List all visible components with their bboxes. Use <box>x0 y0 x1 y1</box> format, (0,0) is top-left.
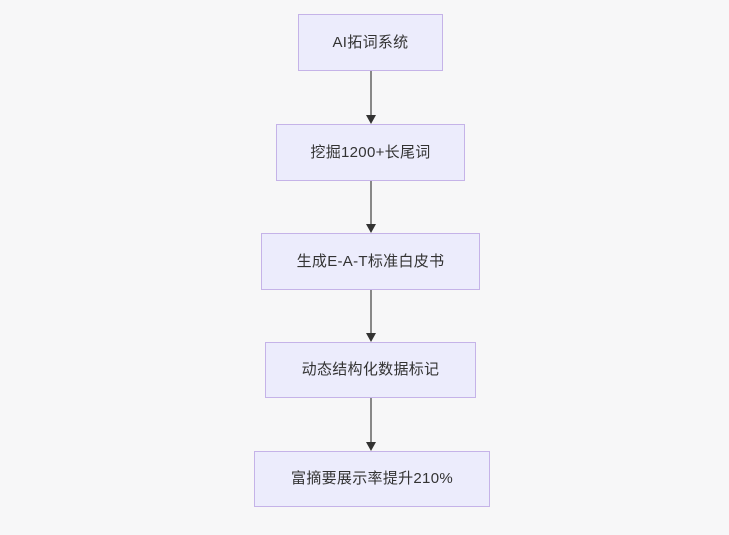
arrowhead-icon <box>366 333 376 342</box>
flow-node-label: AI拓词系统 <box>332 33 409 51</box>
flow-node[interactable]: 动态结构化数据标记 <box>265 342 476 398</box>
flow-node[interactable]: 挖掘1200+长尾词 <box>276 124 465 181</box>
edge-line <box>370 290 372 334</box>
flow-edge <box>366 181 376 233</box>
flow-node[interactable]: 富摘要展示率提升210% <box>254 451 490 507</box>
flow-edge <box>366 398 376 451</box>
edge-line <box>370 398 372 443</box>
flow-node-label: 富摘要展示率提升210% <box>291 470 453 487</box>
flow-node-label: 动态结构化数据标记 <box>301 361 440 378</box>
arrowhead-icon <box>366 442 376 451</box>
flow-node-label: 生成E-A-T标准白皮书 <box>296 252 445 270</box>
edge-line <box>370 181 372 225</box>
arrowhead-icon <box>366 224 376 233</box>
flow-edge <box>366 290 376 342</box>
flow-edge <box>366 71 376 124</box>
edge-line <box>370 71 372 116</box>
flow-node[interactable]: 生成E-A-T标准白皮书 <box>261 233 480 290</box>
flow-node-label: 挖掘1200+长尾词 <box>310 143 431 161</box>
flow-node[interactable]: AI拓词系统 <box>298 14 443 71</box>
arrowhead-icon <box>366 115 376 124</box>
